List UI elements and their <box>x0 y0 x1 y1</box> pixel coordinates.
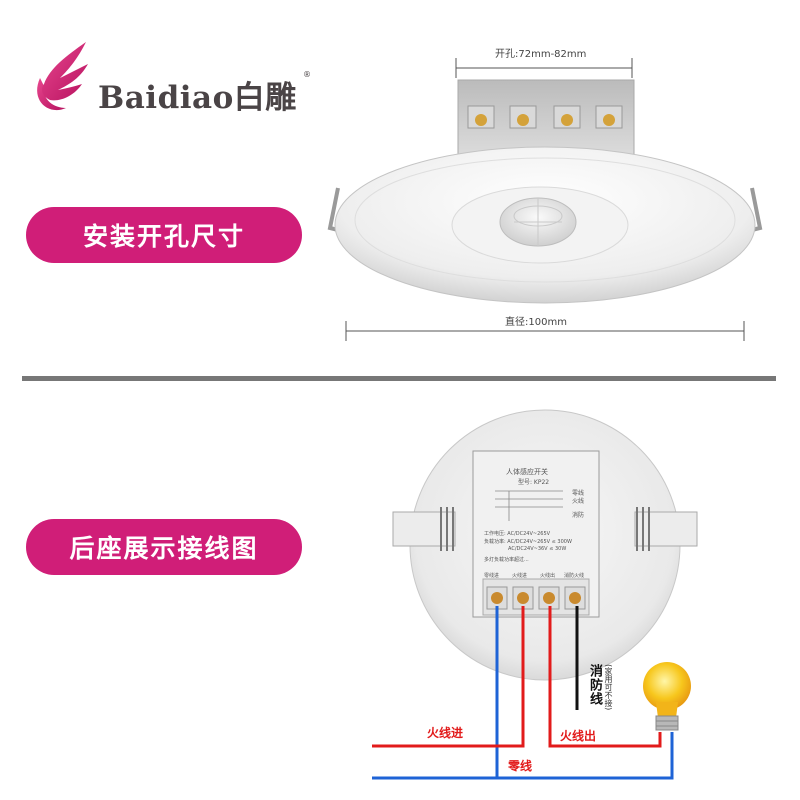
module-model: 型号: KP22 <box>518 479 550 486</box>
module-note: 多灯负载功率超过... <box>484 557 529 563</box>
terminal-label-neutral-in: 零线进 <box>484 573 500 579</box>
install-size-label: 安装开孔尺寸 <box>26 207 302 263</box>
sensor-back-view <box>392 409 698 681</box>
diameter-text: 直径:100mm <box>505 317 567 328</box>
module-title: 人体感应开关 <box>506 468 548 476</box>
terminal-label-live-in: 火线进 <box>512 573 528 579</box>
module-legend-fire: 消防 <box>572 512 585 519</box>
sensor-product-photo <box>327 58 763 341</box>
fire-line-note: (家用可不接) <box>604 664 613 711</box>
module-spec-power: 负载功率: AC/DC24V~265V ≤ 300W <box>484 539 572 545</box>
terminal-label-live-out: 火线出 <box>540 573 556 579</box>
wiring-diagram-label: 后座展示接线图 <box>26 519 302 575</box>
brand-logo <box>37 42 88 111</box>
back-terminals-icon <box>486 586 586 610</box>
neutral-label: 零线 <box>508 759 533 773</box>
diameter-dimension-line <box>345 321 745 341</box>
module-spec-power-low: AC/DC24V~36V ≤ 30W <box>508 546 567 552</box>
live-out-label: 火线出 <box>560 729 597 743</box>
hole-size-text: 开孔:72mm-82mm <box>495 49 587 60</box>
terminal-label-fire: 消防火线 <box>564 573 585 579</box>
module-legend-live: 火线 <box>572 498 585 505</box>
brand-name: Baidiao白雕 <box>98 80 297 116</box>
registered-mark: ® <box>303 70 311 79</box>
live-in-label: 火线进 <box>427 726 464 740</box>
section-divider <box>22 376 776 381</box>
wing-logo-icon <box>37 42 88 111</box>
module-spec-voltage: 工作电压: AC/DC24V~265V <box>484 531 551 537</box>
pir-lens-icon <box>499 197 577 247</box>
terminal-screws-icon <box>467 105 623 129</box>
fire-line-label: 消防线 <box>587 664 602 706</box>
hole-dimension-line <box>455 58 633 78</box>
module-legend-neutral: 零线 <box>572 490 585 497</box>
